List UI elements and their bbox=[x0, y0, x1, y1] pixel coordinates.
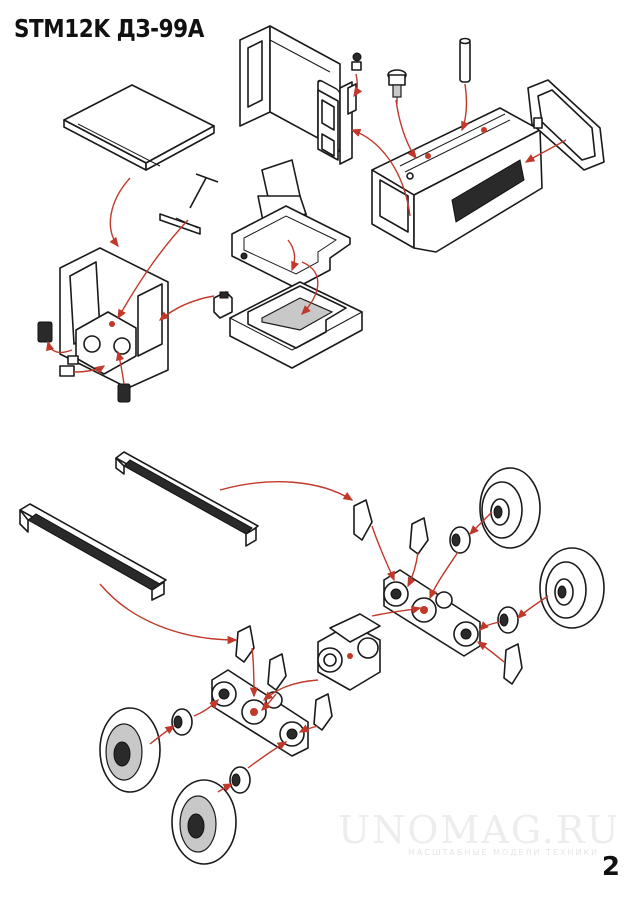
roof-panel bbox=[63, 84, 215, 171]
track-plate-upper bbox=[115, 451, 259, 547]
watermark-subtext: МАСШТАБНЫЕ МОДЕЛИ ТЕХНИКИ bbox=[408, 848, 600, 857]
wheel-rear-left bbox=[99, 707, 161, 793]
cab-floor bbox=[231, 205, 351, 289]
bogie-beam-right bbox=[383, 569, 481, 657]
wheel-rear-right bbox=[479, 467, 541, 549]
engine-hood bbox=[371, 107, 543, 253]
side-lights bbox=[37, 321, 131, 403]
cab-rear-wall bbox=[239, 25, 353, 165]
radiator-grille bbox=[527, 79, 605, 171]
steering-column bbox=[189, 173, 219, 209]
page-number: 2 bbox=[601, 852, 620, 882]
control-lever bbox=[159, 213, 201, 235]
battery-part bbox=[213, 291, 233, 319]
lower-arrows bbox=[99, 481, 549, 793]
cab-front-wall bbox=[59, 247, 169, 389]
upper-arrows bbox=[45, 73, 567, 385]
page-title: STM12K ДЗ-99А bbox=[14, 14, 204, 43]
axle-brackets bbox=[235, 499, 523, 731]
watermark: UNOMAG.RU bbox=[338, 808, 621, 852]
cab-lower-tub bbox=[229, 281, 363, 369]
central-gearbox bbox=[317, 613, 381, 691]
bogie-beam-left bbox=[211, 669, 309, 757]
track-plate-lower bbox=[19, 503, 167, 601]
exhaust-pipe bbox=[459, 37, 471, 83]
wheel-front-left bbox=[171, 779, 237, 865]
air-filter-part bbox=[387, 69, 407, 104]
wheel-front-right bbox=[539, 547, 605, 629]
wheel-hubs bbox=[171, 526, 519, 794]
